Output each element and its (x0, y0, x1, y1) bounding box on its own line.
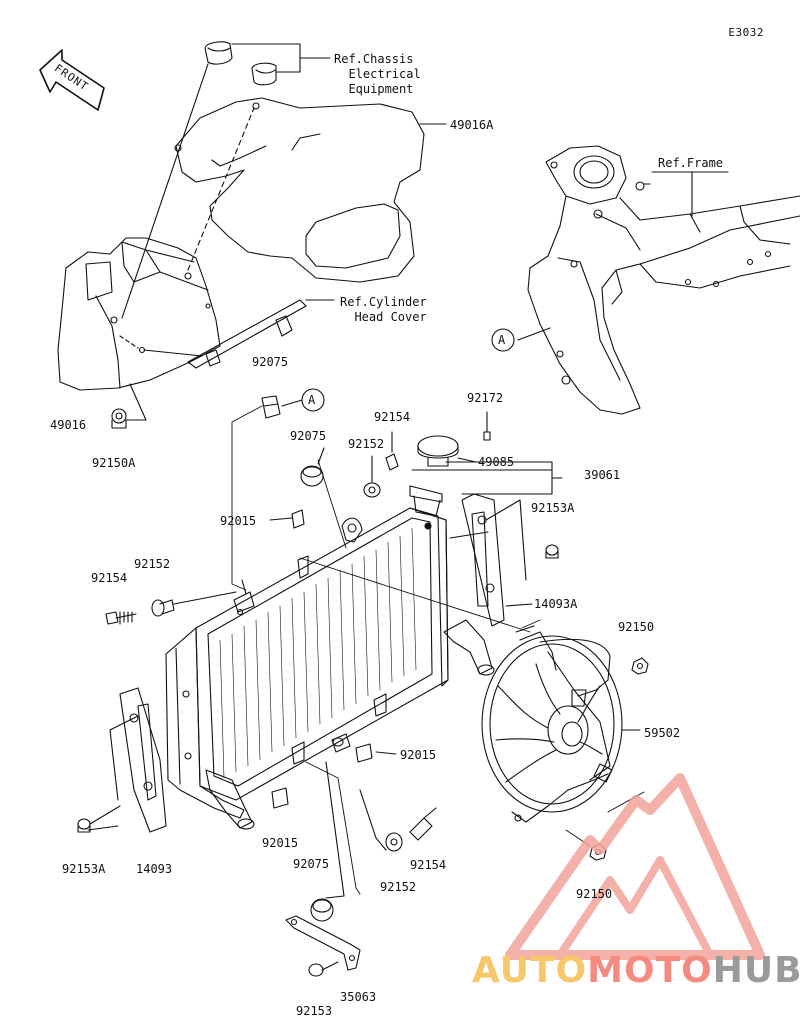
part-92152-top-label[interactable]: 92152 (348, 437, 385, 451)
clip-92015-right-icon (355, 743, 373, 763)
part-92152-low-label[interactable]: 92152 (380, 880, 417, 894)
callout-a-left-letter: A (308, 393, 316, 407)
watermark-brand: AUTOMOTOHUB (472, 950, 800, 991)
watermark-logo-icon (505, 773, 765, 960)
part-92015-low-label[interactable]: 92015 (262, 836, 299, 850)
bolt-92154-low-icon (409, 807, 437, 841)
callout-a-left-icon (281, 388, 325, 412)
radiator-cap-49085-icon (417, 435, 477, 467)
part-92075-low-label[interactable]: 92075 (293, 857, 330, 871)
washer-92152-left-icon (151, 591, 237, 617)
front-arrow-icon (39, 49, 105, 111)
part-92154-top-label[interactable]: 92154 (374, 410, 411, 424)
callout-a-frame-letter: A (498, 333, 506, 347)
part-92075-top-label[interactable]: 92075 (252, 355, 289, 369)
part-59502-label[interactable]: 59502 (644, 726, 681, 740)
part-92150-top-label[interactable]: 92150 (618, 620, 655, 634)
part-92015-top-label[interactable]: 92015 (220, 514, 257, 528)
watermark-moto: MOTO (587, 950, 713, 991)
washer-92152-top-icon (363, 455, 381, 498)
cylinder-bracket (138, 299, 335, 369)
watermark-hub: HUB (712, 950, 800, 991)
part-92150A-label[interactable]: 92150A (92, 456, 136, 470)
part-49085-label[interactable]: 49085 (478, 455, 515, 469)
bolt-92153A-left-icon (77, 805, 121, 833)
part-39061-label[interactable]: 39061 (584, 468, 621, 482)
frame-ref (517, 145, 800, 415)
nut-92150-top-icon (631, 657, 649, 675)
cover-49016 (57, 63, 255, 391)
part-35063-label[interactable]: 35063 (340, 990, 377, 1004)
part-92150-low-label[interactable]: 92150 (576, 887, 613, 901)
clip-92015-top-icon (291, 509, 305, 529)
part-49016A-label[interactable]: 49016A (450, 118, 494, 132)
ref-cylinder-label: Ref.Cylinder Head Cover (340, 295, 427, 324)
bracket-14093A (449, 493, 533, 627)
part-92152-left-label[interactable]: 92152 (134, 557, 171, 571)
part-92172-label[interactable]: 92172 (467, 391, 504, 405)
grommet-92075-low-icon (310, 898, 334, 922)
callout-a-frame-icon (491, 328, 515, 352)
ref-chassis-label: Ref.Chassis Electrical Equipment (334, 52, 421, 96)
part-92154-low-label[interactable]: 92154 (410, 858, 447, 872)
diagram-code: E3032 (728, 26, 764, 39)
bolt-92154-top-icon (385, 431, 399, 471)
fan-59502 (481, 625, 641, 823)
ref-frame-label: Ref.Frame (658, 156, 724, 170)
bracket-14093 (109, 687, 167, 833)
bracket-35063 (285, 761, 361, 971)
part-92154-left-label[interactable]: 92154 (91, 571, 128, 585)
part-49016-label[interactable]: 49016 (50, 418, 87, 432)
screw-92172-icon (483, 411, 491, 441)
radiator-39061 (165, 461, 563, 830)
bolt-92154-left-icon (105, 611, 137, 625)
clip-92015-low-icon (271, 787, 289, 809)
part-92153-label[interactable]: 92153 (296, 1004, 333, 1018)
bolt-92153-icon (308, 961, 339, 977)
part-92075-mid-label[interactable]: 92075 (290, 429, 327, 443)
part-92153A-left-label[interactable]: 92153A (62, 862, 106, 876)
grommet-92075-top-icon (261, 395, 281, 419)
watermark-auto: AUTO (472, 950, 588, 991)
part-92153A-right-label[interactable]: 92153A (531, 501, 575, 515)
part-92015-right-label[interactable]: 92015 (400, 748, 437, 762)
cover-49016A (174, 97, 447, 283)
bolt-92153A-right-icon (545, 544, 559, 559)
bolt-92150A-icon (111, 383, 147, 429)
chassis-connector-parts (204, 41, 331, 110)
washer-92152-low-icon (359, 789, 403, 852)
part-14093-label[interactable]: 14093 (136, 862, 173, 876)
part-14093A-label[interactable]: 14093A (534, 597, 578, 611)
